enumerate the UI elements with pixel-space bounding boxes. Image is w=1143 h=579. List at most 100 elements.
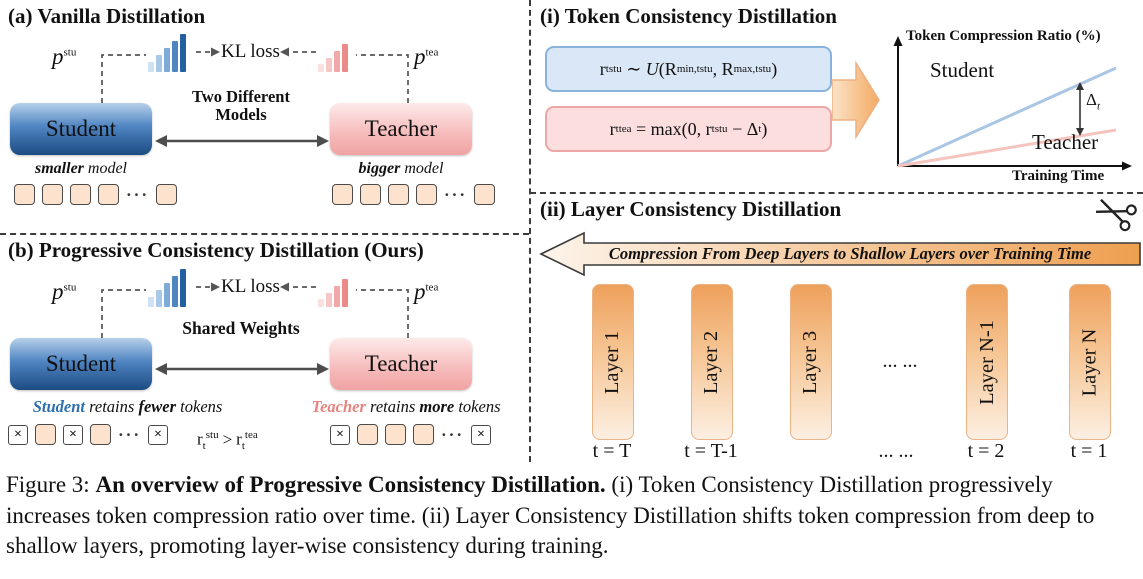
student-box-b: Student: [10, 338, 152, 390]
chart-y-axis-label: Token Compression Ratio (%): [906, 28, 1101, 44]
student-retains-label: Student retains fewer tokens: [32, 397, 223, 416]
p-tea-label-a: ptea: [414, 44, 438, 70]
crossed-token: ×: [471, 424, 492, 445]
student-distribution-icon: [148, 32, 186, 72]
uniform-distribution-symbol: U: [645, 58, 659, 79]
token: [385, 424, 406, 445]
layer-bar-label: Layer 1: [601, 330, 624, 394]
caption-figure-label: Figure 3:: [6, 472, 96, 497]
layer-bar-label: Layer 3: [799, 330, 822, 394]
p-stu-label-b: pstu: [52, 279, 76, 305]
token-compression-chart: [893, 36, 1132, 171]
token-ellipsis: ···: [118, 424, 142, 444]
token: [42, 184, 63, 205]
student-box-label: Student: [45, 116, 117, 141]
stu-superscript: stu: [63, 281, 77, 294]
token-ellipsis: ···: [441, 424, 465, 444]
teacher-distribution-icon: [318, 277, 348, 307]
panel-a-connector-lines: [101, 47, 409, 147]
layer-bar-3: Layer 3: [790, 284, 832, 440]
panel-i-title: (i) Token Consistency Distillation: [540, 4, 837, 28]
token: [90, 424, 111, 445]
student-distribution-icon: [148, 267, 186, 307]
teacher-box-label: Teacher: [364, 351, 438, 376]
time-label-T-1: t = T-1: [684, 440, 738, 462]
p-stu-label-a: pstu: [52, 44, 76, 70]
vertical-divider: [529, 0, 531, 462]
right-arrow-icon: [832, 60, 880, 140]
crossed-token: ×: [63, 424, 83, 445]
token: [357, 424, 378, 445]
chart-student-label: Student: [930, 58, 995, 82]
teacher-distribution-icon: [318, 42, 348, 72]
token: [413, 424, 434, 445]
layer-bar-n-1: Layer N-1: [966, 284, 1008, 440]
student-box-label: Student: [45, 351, 117, 376]
time-label-ellipsis: ... ...: [878, 440, 914, 462]
layer-bar-2: Layer 2: [691, 284, 733, 440]
student-token-row-a: ···: [14, 184, 178, 205]
crossed-token: ×: [8, 424, 28, 445]
layer-bar-1: Layer 1: [592, 284, 634, 440]
token: [156, 184, 178, 205]
caption-body-text: (i) Token Consistency Distillation progr…: [6, 472, 1095, 559]
panel-b-title: (b) Progressive Consistency Distillation…: [8, 238, 424, 262]
compression-direction-arrow: [539, 231, 1141, 277]
teacher-retains-label: Teacher retains more tokens: [311, 397, 501, 416]
time-label-1: t = 1: [1070, 440, 1108, 462]
time-label-T: t = T: [592, 440, 632, 462]
stu-superscript: stu: [63, 46, 77, 59]
token: [332, 184, 353, 205]
layer-bar-label: Layer N-1: [975, 319, 998, 405]
p-symbol: p: [52, 44, 64, 69]
time-label-2: t = 2: [967, 440, 1005, 462]
token: [416, 184, 437, 205]
ratio-relation-label: rtstu>rttea: [197, 429, 258, 453]
crossed-token: ×: [330, 424, 350, 445]
layer-bar-label: Layer N: [1078, 328, 1101, 396]
token: [14, 184, 35, 205]
delta-t-label: Δt: [1086, 90, 1100, 113]
token: [360, 184, 381, 205]
teacher-box-b: Teacher: [330, 338, 472, 390]
panel-a-title: (a) Vanilla Distillation: [8, 4, 206, 28]
tea-superscript: tea: [425, 46, 439, 59]
teacher-box-a: Teacher: [330, 103, 472, 155]
teacher-token-row-b: × ··· ×: [330, 424, 492, 445]
layer-bar-n: Layer N: [1069, 284, 1111, 440]
left-horizontal-divider: [0, 233, 529, 235]
panel-b-connector-lines: [101, 282, 409, 375]
tea-superscript: tea: [425, 281, 439, 294]
token-ellipsis: ···: [444, 184, 468, 204]
p-tea-label-b: ptea: [414, 279, 438, 305]
kl-loss-label-a: KL loss: [221, 41, 280, 62]
bigger-model-label: bigger model: [358, 160, 444, 177]
compression-arrow-text: Compression From Deep Layers to Shallow …: [608, 244, 1092, 263]
shared-weights-label: Shared Weights: [182, 318, 300, 338]
p-symbol: p: [52, 279, 64, 304]
chart-x-axis-label: Training Time: [1012, 168, 1105, 184]
student-box-a: Student: [10, 103, 152, 155]
smaller-model-label: smaller model: [35, 160, 127, 177]
chart-teacher-label: Teacher: [1032, 130, 1099, 154]
scissors-icon: [1096, 198, 1137, 232]
caption-bold-title: An overview of Progressive Consistency D…: [95, 472, 606, 497]
p-symbol: p: [414, 279, 426, 304]
layer-bar-label: Layer 2: [700, 330, 723, 394]
teacher-box-label: Teacher: [364, 116, 438, 141]
token: [35, 424, 56, 445]
crossed-token: ×: [148, 424, 169, 445]
right-horizontal-divider: [530, 192, 1143, 194]
token: [388, 184, 409, 205]
panel-ii-title: (ii) Layer Consistency Distillation: [540, 197, 842, 221]
token: [70, 184, 91, 205]
two-different-models-label: Two Different Models: [192, 87, 290, 125]
kl-loss-label-b: KL loss: [221, 276, 280, 297]
teacher-token-row-a: ···: [332, 184, 496, 205]
token-ellipsis: ···: [126, 184, 150, 204]
token: [474, 184, 496, 205]
student-token-row-b: × × ··· ×: [8, 424, 169, 445]
